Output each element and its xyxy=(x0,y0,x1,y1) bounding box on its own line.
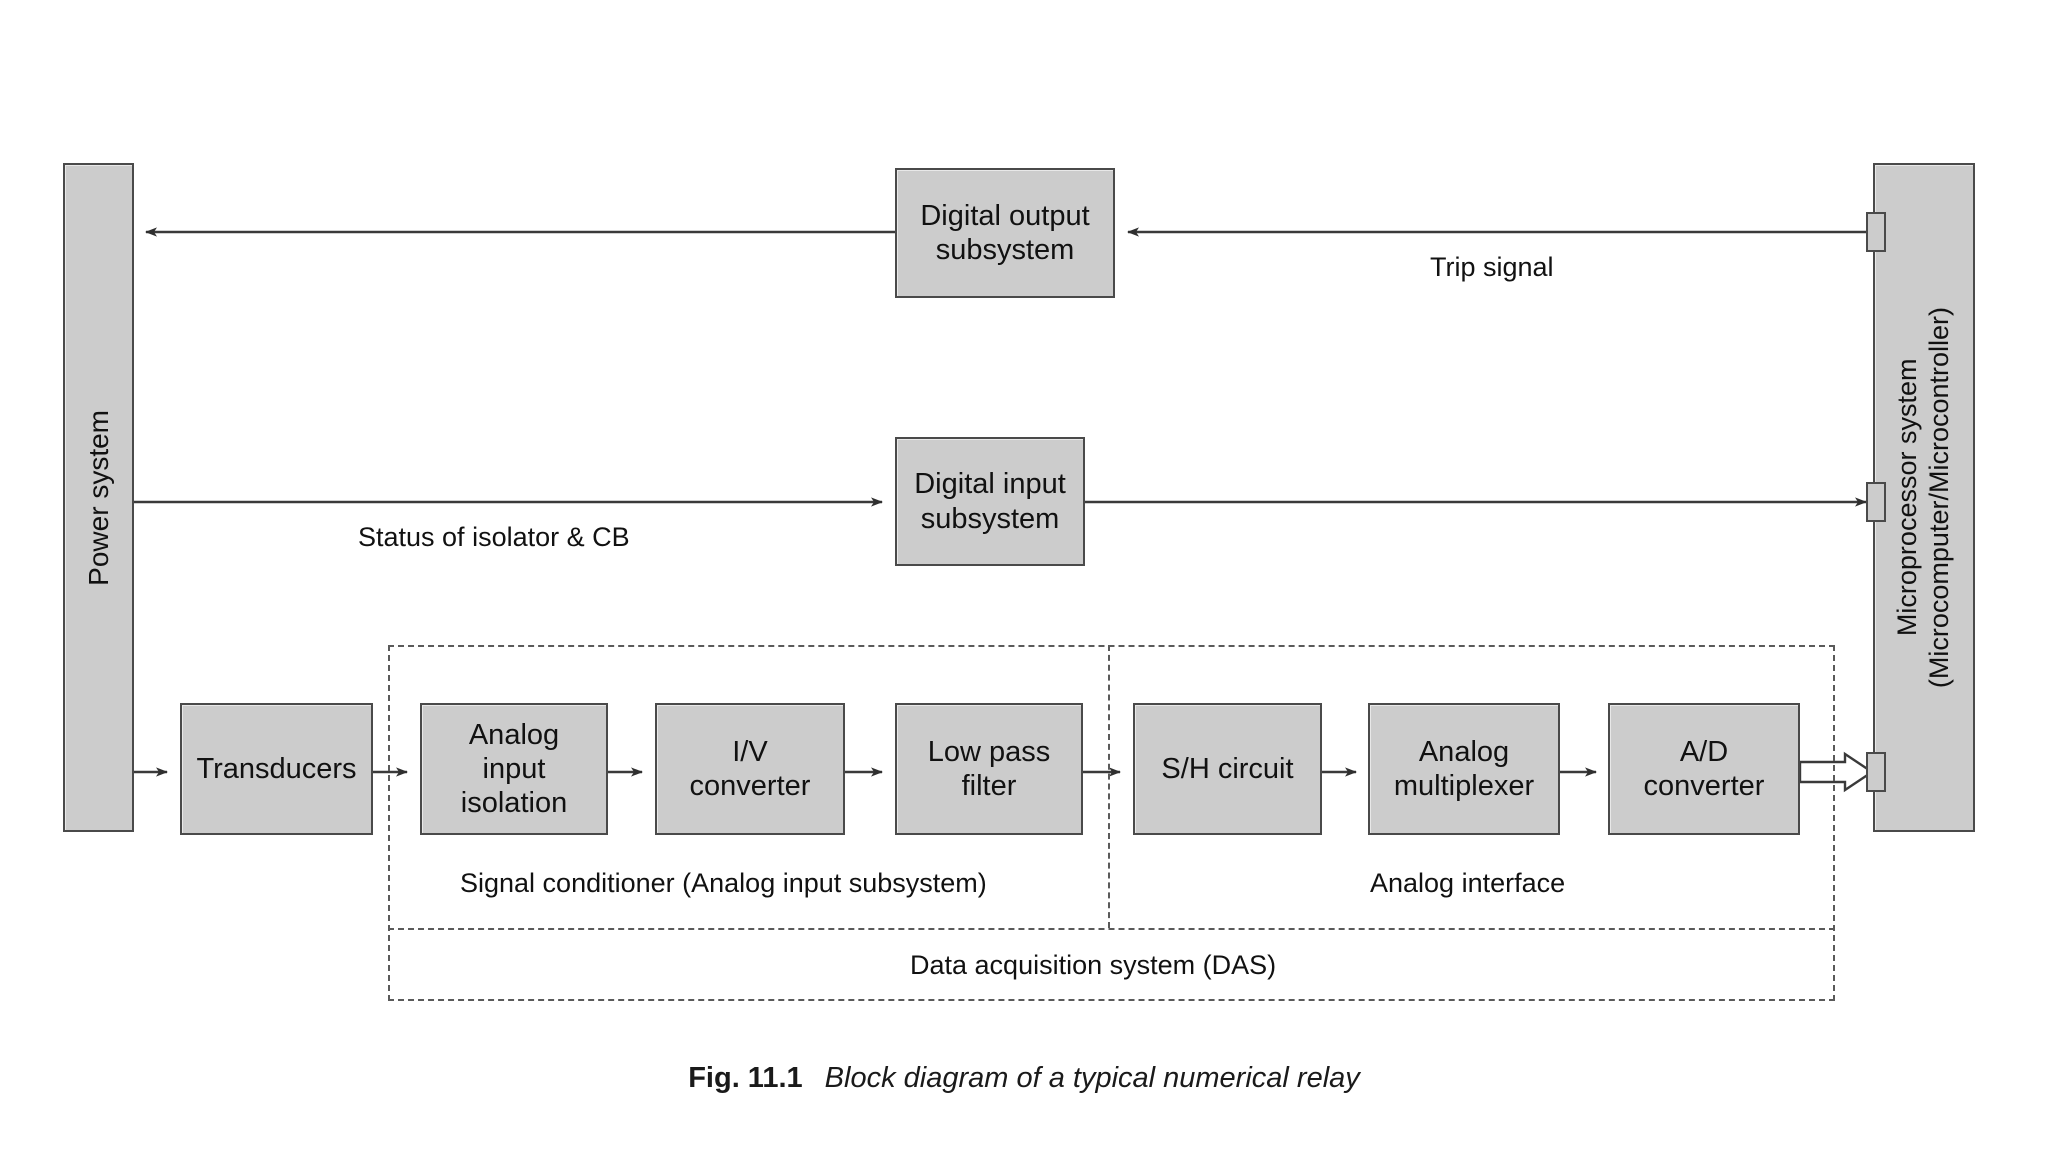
port-trip-signal xyxy=(1866,212,1886,252)
label-signal-conditioner: Signal conditioner (Analog input subsyst… xyxy=(460,868,987,898)
block-analog-multiplexer-label: Analog multiplexer xyxy=(1393,735,1535,802)
label-das: Data acquisition system (DAS) xyxy=(910,950,1277,980)
block-transducers[interactable]: Transducers xyxy=(180,703,373,835)
block-ad-converter[interactable]: A/D converter xyxy=(1608,703,1800,835)
block-analog-multiplexer[interactable]: Analog multiplexer xyxy=(1368,703,1560,835)
group-das-box xyxy=(388,645,1835,1001)
block-digital-output-subsystem[interactable]: Digital output subsystem xyxy=(895,168,1115,298)
label-analog-interface: Analog interface xyxy=(1370,868,1566,898)
block-digital-input-subsystem-label: Digital input subsystem xyxy=(914,468,1066,535)
block-iv-converter[interactable]: I/V converter xyxy=(655,703,845,835)
figure-caption: Fig. 11.1 Block diagram of a typical nume… xyxy=(0,1062,2048,1095)
block-analog-input-isolation-label: Analog input isolation xyxy=(460,718,568,820)
block-low-pass-filter-label: Low pass filter xyxy=(927,735,1051,802)
block-ad-converter-label: A/D converter xyxy=(1643,735,1765,802)
block-sh-circuit-label: S/H circuit xyxy=(1161,752,1294,785)
block-digital-input-subsystem[interactable]: Digital input subsystem xyxy=(895,437,1085,566)
block-digital-output-subsystem-label: Digital output subsystem xyxy=(920,199,1090,266)
port-data-bus xyxy=(1866,752,1886,792)
figure-caption-text: Block diagram of a typical numerical rel… xyxy=(824,1062,1360,1094)
figure-number: Fig. 11.1 xyxy=(688,1062,803,1094)
group-upper-bottom-divider xyxy=(388,928,1835,930)
block-power-system[interactable]: Power system xyxy=(63,163,134,832)
block-low-pass-filter[interactable]: Low pass filter xyxy=(895,703,1083,835)
port-digital-input xyxy=(1866,482,1886,522)
block-analog-input-isolation[interactable]: Analog input isolation xyxy=(420,703,608,835)
group-vertical-divider xyxy=(1108,645,1110,928)
block-power-system-label: Power system xyxy=(82,409,114,586)
block-iv-converter-label: I/V converter xyxy=(689,735,811,802)
block-microprocessor-system-label: Microprocessor system (Microcomputer/Mic… xyxy=(1892,306,1954,689)
block-microprocessor-system[interactable]: Microprocessor system (Microcomputer/Mic… xyxy=(1873,163,1975,832)
label-trip-signal: Trip signal xyxy=(1430,252,1554,282)
block-sh-circuit[interactable]: S/H circuit xyxy=(1133,703,1322,835)
block-transducers-label: Transducers xyxy=(196,752,357,785)
label-status-isolator-cb: Status of isolator & CB xyxy=(358,522,630,552)
